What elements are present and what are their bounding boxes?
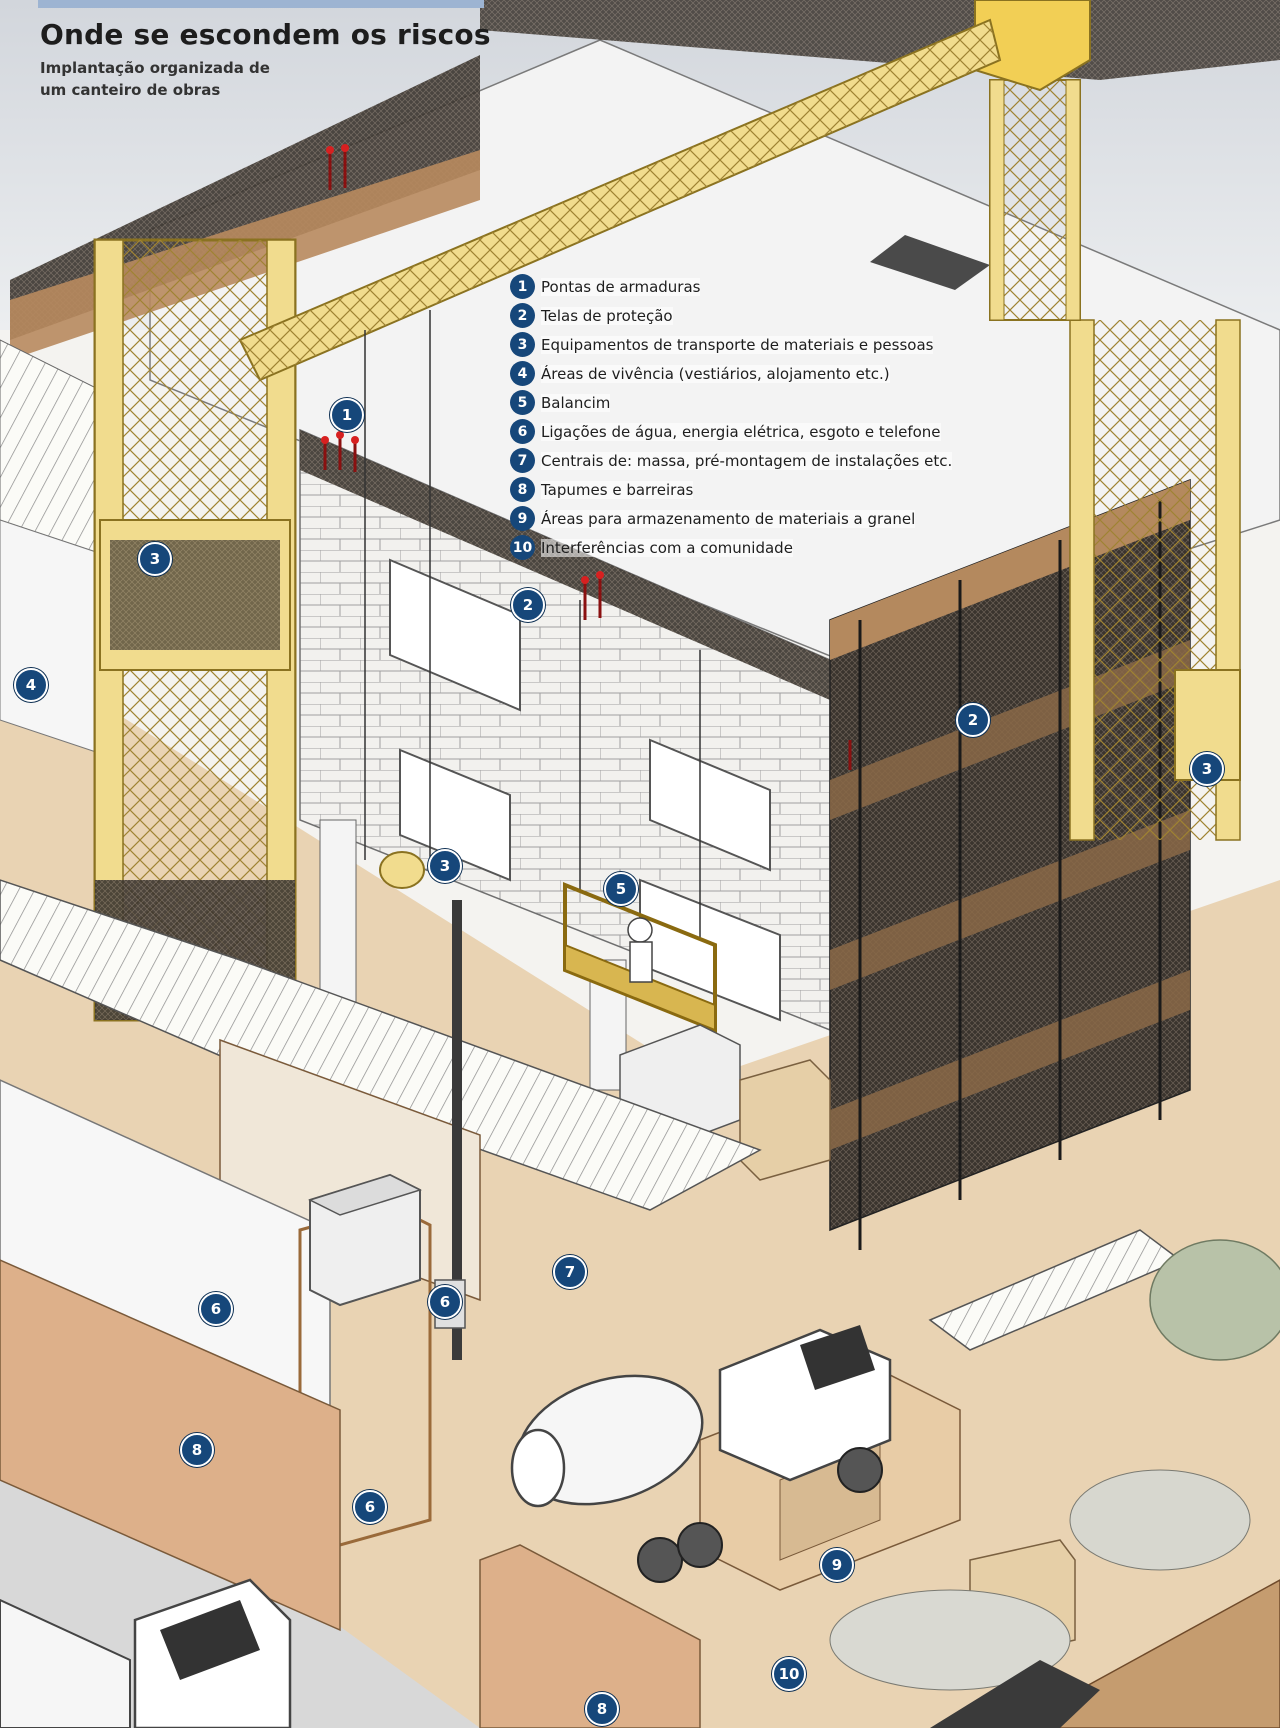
marker-living-area: 4 (14, 668, 48, 702)
marker-safety-net: 2 (956, 703, 990, 737)
marker-fence: 8 (585, 1692, 619, 1726)
legend-number-badge: 4 (510, 361, 535, 386)
marker-fence: 8 (180, 1433, 214, 1467)
legend-item: 3 Equipamentos de transporte de materiais… (510, 330, 1070, 359)
legend-number-badge: 3 (510, 332, 535, 357)
marker-utility-connection: 6 (199, 1292, 233, 1326)
legend-label: Pontas de armaduras (541, 277, 701, 296)
legend-item: 4 Áreas de vivência (vestiários, alojamen… (510, 359, 1070, 388)
utility-pole (452, 900, 462, 1360)
facade-top-net (300, 430, 830, 700)
slab-opening (870, 235, 990, 290)
legend-number-badge: 1 (510, 274, 535, 299)
marker-utility-connection: 6 (428, 1285, 462, 1319)
scaffold-deck-3 (830, 970, 1190, 1150)
marker-suspended-platform: 5 (604, 872, 638, 906)
neighbor-car (930, 1660, 1100, 1728)
scaffold-deck-2 (830, 810, 1190, 990)
pillar-left (319, 819, 357, 1021)
marker-bulk-storage: 9 (820, 1548, 854, 1582)
tower-crane (238, 0, 1091, 889)
delivery-truck (0, 1578, 292, 1728)
legend-label: Centrais de: massa, pré-montagem de inst… (541, 451, 953, 470)
legend-label: Tapumes e barreiras (541, 480, 694, 499)
window-3 (649, 738, 771, 872)
legend-number-badge: 5 (510, 390, 535, 415)
legend-item: 9 Áreas para armazenamento de materiais a… (510, 504, 1070, 533)
site-fence-left (0, 1259, 341, 1632)
suspended-platform (563, 600, 717, 1033)
legend-item: 10 Interferências com a comunidade (510, 533, 1070, 562)
legend-label: Equipamentos de transporte de materiais … (541, 335, 934, 354)
legend-item: 7 Centrais de: massa, pré-montagem de ins… (510, 446, 1070, 475)
legend-label: Áreas para armazenamento de materiais a … (541, 509, 916, 528)
legend-number-badge: 9 (510, 506, 535, 531)
legend-item: 5 Balancim (510, 388, 1070, 417)
title-block: Onde se escondem os riscos Implantação o… (40, 18, 491, 101)
legend-item: 6 Ligações de água, energia elétrica, esg… (510, 417, 1070, 446)
legend-item: 8 Tapumes e barreiras (510, 475, 1070, 504)
legend-number-badge: 8 (510, 477, 535, 502)
marker-safety-net: 2 (511, 588, 545, 622)
page-subtitle: Implantação organizada de um canteiro de… (40, 59, 270, 99)
legend-label: Telas de proteção (541, 306, 673, 325)
page-title: Onde se escondem os riscos (40, 18, 491, 51)
marker-utility-connection: 6 (353, 1490, 387, 1524)
window-1 (389, 558, 521, 712)
legend-label: Ligações de água, energia elétrica, esgo… (541, 422, 941, 441)
marker-hoist: 3 (1190, 752, 1224, 786)
marker-rebar-ends: 1 (330, 398, 364, 432)
rebar-caps (321, 144, 604, 584)
hoist-tower-left (93, 238, 297, 1022)
window-2 (399, 748, 511, 882)
legend-item: 1 Pontas de armaduras (510, 272, 1070, 301)
legend-label: Balancim (541, 393, 611, 412)
marker-crane-hook: 3 (428, 849, 462, 883)
legend-label: Interferências com a comunidade (541, 538, 793, 557)
concrete-mixer-truck (510, 1325, 892, 1583)
neighborhood-trees (829, 1239, 1280, 1691)
legend-number-badge: 2 (510, 303, 535, 328)
legend-item: 2 Telas de proteção (510, 301, 1070, 330)
marker-work-center: 7 (553, 1255, 587, 1289)
legend-number-badge: 6 (510, 419, 535, 444)
legend-number-badge: 7 (510, 448, 535, 473)
rebar-ends (323, 148, 852, 770)
legend-number-badge: 10 (510, 535, 535, 560)
legend-label: Áreas de vivência (vestiários, alojament… (541, 364, 890, 383)
title-accent-bar (38, 0, 484, 8)
marker-community: 10 (772, 1657, 806, 1691)
site-fence-bottom (479, 1544, 701, 1728)
marker-hoist: 3 (138, 542, 172, 576)
